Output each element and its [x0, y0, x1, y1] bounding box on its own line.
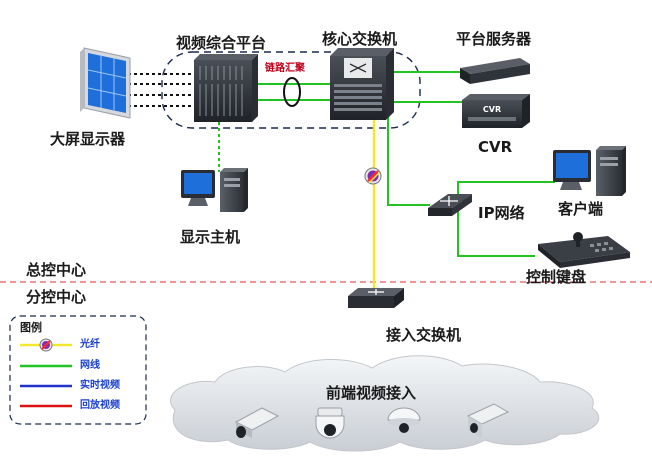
core-switch-icon — [330, 48, 394, 120]
video-platform-icon — [194, 54, 258, 122]
legend-fiber-label: 光纤 — [80, 339, 100, 350]
legend-ethernet-label: 网线 — [80, 360, 100, 371]
link-aggregation-ring — [283, 77, 301, 107]
frontend-label: 前端视频接入 — [326, 384, 417, 402]
client-pc-icon — [553, 146, 626, 196]
frontend-cloud — [170, 355, 600, 452]
core-switch-label: 核心交换机 — [322, 30, 398, 48]
client-label: 客户端 — [558, 200, 604, 218]
hq-center-label: 总控中心 — [26, 261, 87, 279]
big-screen-display-icon — [80, 47, 131, 119]
mini-dome-camera-icon — [387, 407, 421, 433]
legend-playback-video-label: 回放视频 — [80, 400, 120, 411]
ip-network-label: IP网络 — [478, 204, 525, 222]
legend-swatches — [20, 338, 72, 408]
core-group-boundary — [161, 51, 421, 129]
screen-to-platform-links — [128, 73, 196, 107]
server-label: 平台服务器 — [456, 30, 532, 48]
ethernet-links — [255, 71, 555, 257]
display-host-pc-icon — [181, 168, 248, 212]
display-host-label: 显示主机 — [180, 228, 241, 246]
big-screen-label: 大屏显示器 — [50, 130, 126, 148]
ip-network-router-icon — [428, 194, 472, 216]
access-switch-label: 接入交换机 — [386, 326, 462, 344]
box-camera-icon — [466, 403, 510, 438]
link-aggregation-label: 链路汇聚 — [265, 63, 305, 74]
svg-text:CVR: CVR — [483, 105, 501, 114]
bullet-camera-icon — [234, 407, 280, 438]
cvr-device-icon: CVR — [462, 94, 530, 128]
legend-live-video-label: 实时视频 — [80, 380, 120, 391]
dome-camera-icon — [315, 407, 345, 439]
access-switch-icon — [348, 288, 404, 308]
control-keyboard-icon — [538, 232, 630, 268]
legend-title: 图例 — [20, 321, 42, 334]
fiber-connector-icon — [364, 167, 382, 185]
branch-center-label: 分控中心 — [26, 288, 87, 306]
keyboard-label: 控制键盘 — [526, 268, 587, 286]
cvr-label: CVR — [478, 138, 513, 156]
platform-server-icon — [460, 58, 530, 84]
platform-label: 视频综合平台 — [176, 34, 267, 52]
